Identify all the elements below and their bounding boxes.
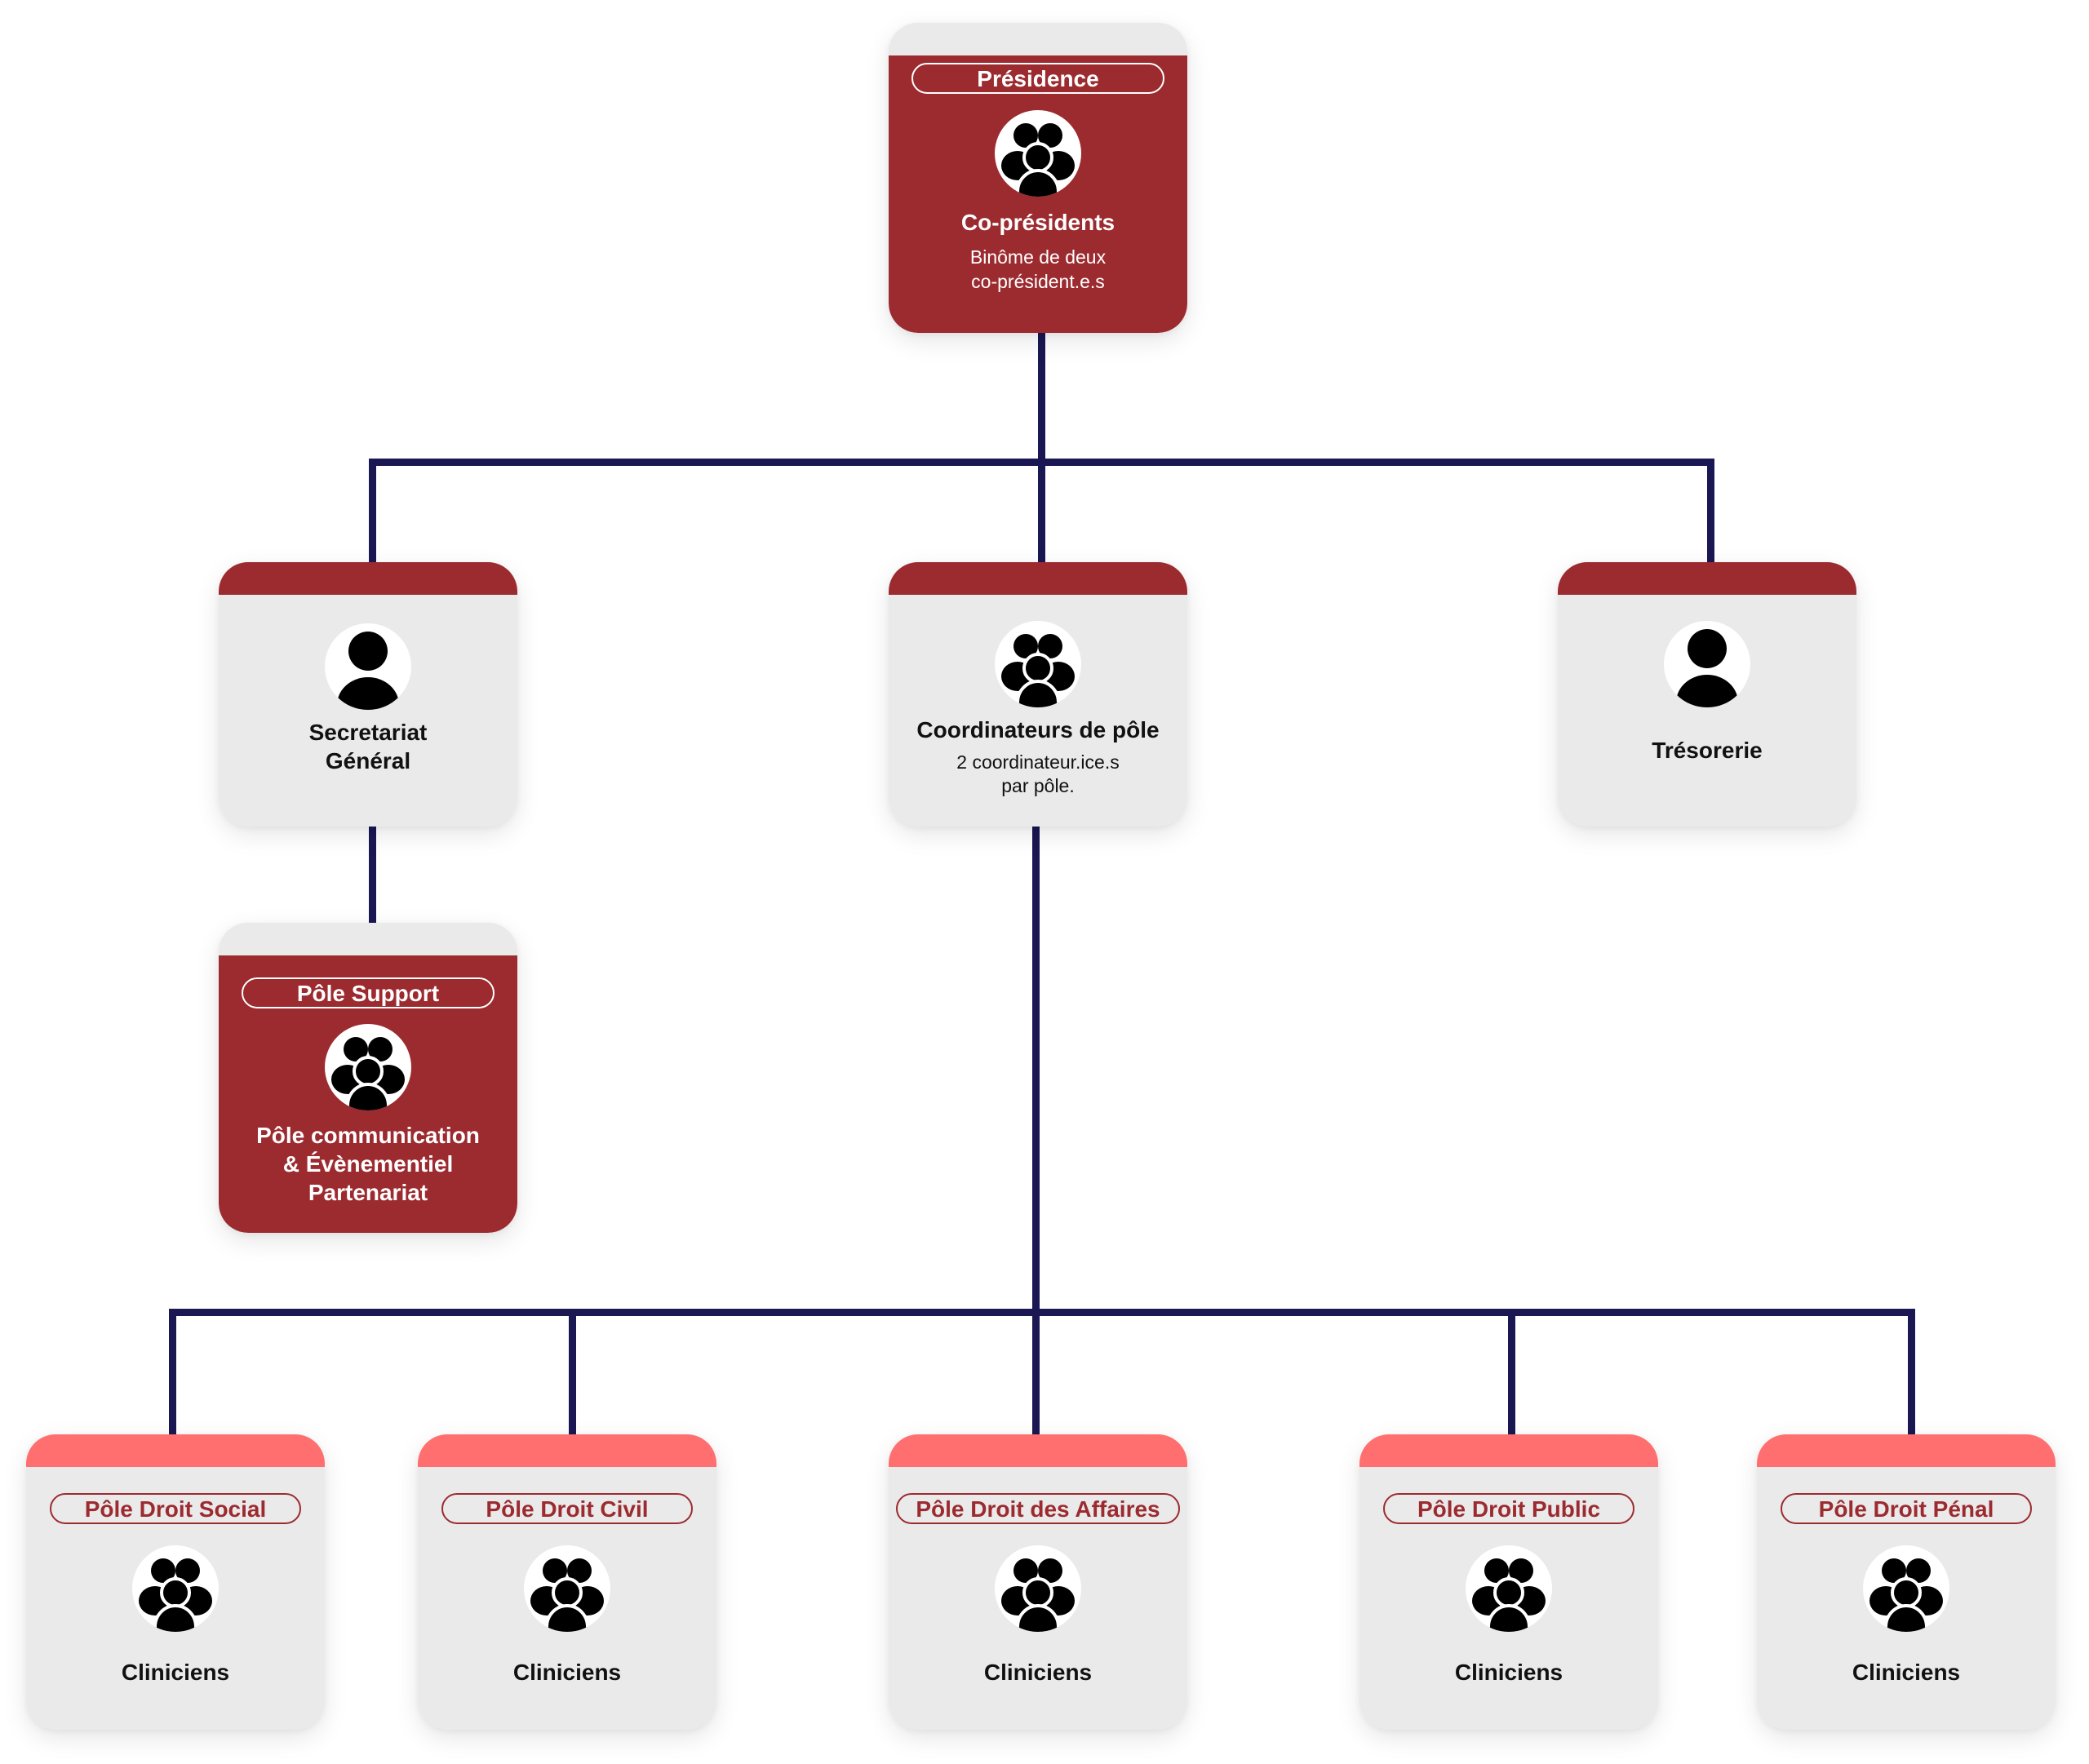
presidence-title: Co-présidents xyxy=(960,210,1115,235)
pole-support-title-line1: Pôle communication xyxy=(256,1123,480,1148)
pole-support-title-line2: & Évènementiel xyxy=(282,1151,454,1177)
card-header-band xyxy=(1558,562,1856,595)
connector-presidence-down xyxy=(1038,333,1045,562)
connector-pole-public-up xyxy=(1508,1309,1515,1434)
pole-support-card: Pôle Support Pôle communication & Évènem… xyxy=(219,923,517,1233)
pole-card: Pôle Droit Civil Cliniciens xyxy=(418,1434,716,1730)
group-icon xyxy=(132,1545,219,1632)
card-header-band xyxy=(418,1434,716,1467)
pole-badge: Pôle Droit Social xyxy=(50,1493,301,1524)
card-header-band xyxy=(219,562,517,595)
pole-title: Cliniciens xyxy=(1454,1660,1563,1685)
presidence-card: Présidence Co-présidents Binôme de deux … xyxy=(889,23,1187,333)
card-header-band xyxy=(1757,1434,2056,1467)
group-icon xyxy=(325,1024,411,1110)
person-icon xyxy=(1664,621,1750,707)
connector-secretariat-support xyxy=(369,827,376,923)
coordinateurs-title: Coordinateurs de pôle xyxy=(916,717,1160,742)
tresorerie-card: Trésorerie xyxy=(1558,562,1856,827)
group-icon xyxy=(995,110,1081,197)
group-icon xyxy=(995,1545,1081,1632)
pole-card: Pôle Droit Social Cliniciens xyxy=(26,1434,325,1730)
coordinateurs-description-line2: par pôle. xyxy=(1001,775,1075,796)
presidence-description-line2: co-président.e.s xyxy=(971,271,1105,292)
coordinateurs-description-line1: 2 coordinateur.ice.s xyxy=(956,751,1120,773)
connector-pole-penal-up xyxy=(1908,1309,1915,1434)
pole-badge: Pôle Droit des Affaires xyxy=(896,1493,1180,1524)
secretariat-title-line2: Général xyxy=(325,748,411,773)
group-icon xyxy=(1863,1545,1949,1632)
tresorerie-title: Trésorerie xyxy=(1652,738,1763,763)
card-header-band xyxy=(219,923,517,955)
pole-card: Pôle Droit des Affaires Cliniciens xyxy=(889,1434,1187,1730)
pole-support-badge: Pôle Support xyxy=(242,977,495,1008)
card-header-band xyxy=(889,23,1187,55)
pole-title: Cliniciens xyxy=(983,1660,1093,1685)
card-header-band xyxy=(1359,1434,1658,1467)
pole-title: Cliniciens xyxy=(121,1660,230,1685)
group-icon xyxy=(995,621,1081,707)
connector-level2-horizontal xyxy=(369,459,1714,466)
pole-card: Pôle Droit Public Cliniciens xyxy=(1359,1434,1658,1730)
card-header-band xyxy=(26,1434,325,1467)
connector-coordinateurs-down xyxy=(1032,827,1040,1434)
group-icon xyxy=(1466,1545,1552,1632)
card-header-band xyxy=(889,1434,1187,1467)
pole-title: Cliniciens xyxy=(1852,1660,1961,1685)
person-icon xyxy=(325,623,411,710)
connector-tresorerie-up xyxy=(1707,459,1714,562)
pole-badge: Pôle Droit Public xyxy=(1383,1493,1634,1524)
pole-badge: Pôle Droit Civil xyxy=(441,1493,693,1524)
card-header-band xyxy=(889,562,1187,595)
connector-level3-horizontal xyxy=(169,1309,1915,1316)
group-icon xyxy=(524,1545,610,1632)
pole-support-title-line3: Partenariat xyxy=(308,1180,428,1205)
secretariat-title-line1: Secretariat xyxy=(308,720,428,745)
pole-card: Pôle Droit Pénal Cliniciens xyxy=(1757,1434,2056,1730)
connector-pole-civil-up xyxy=(569,1309,576,1434)
coordinateurs-card: Coordinateurs de pôle 2 coordinateur.ice… xyxy=(889,562,1187,827)
pole-title: Cliniciens xyxy=(512,1660,622,1685)
presidence-description-line1: Binôme de deux xyxy=(969,246,1107,268)
connector-pole-social-up xyxy=(169,1309,176,1434)
connector-secretariat-up xyxy=(369,459,376,562)
secretariat-card: Secretariat Général xyxy=(219,562,517,827)
pole-badge: Pôle Droit Pénal xyxy=(1781,1493,2032,1524)
presidence-badge: Présidence xyxy=(911,63,1164,94)
